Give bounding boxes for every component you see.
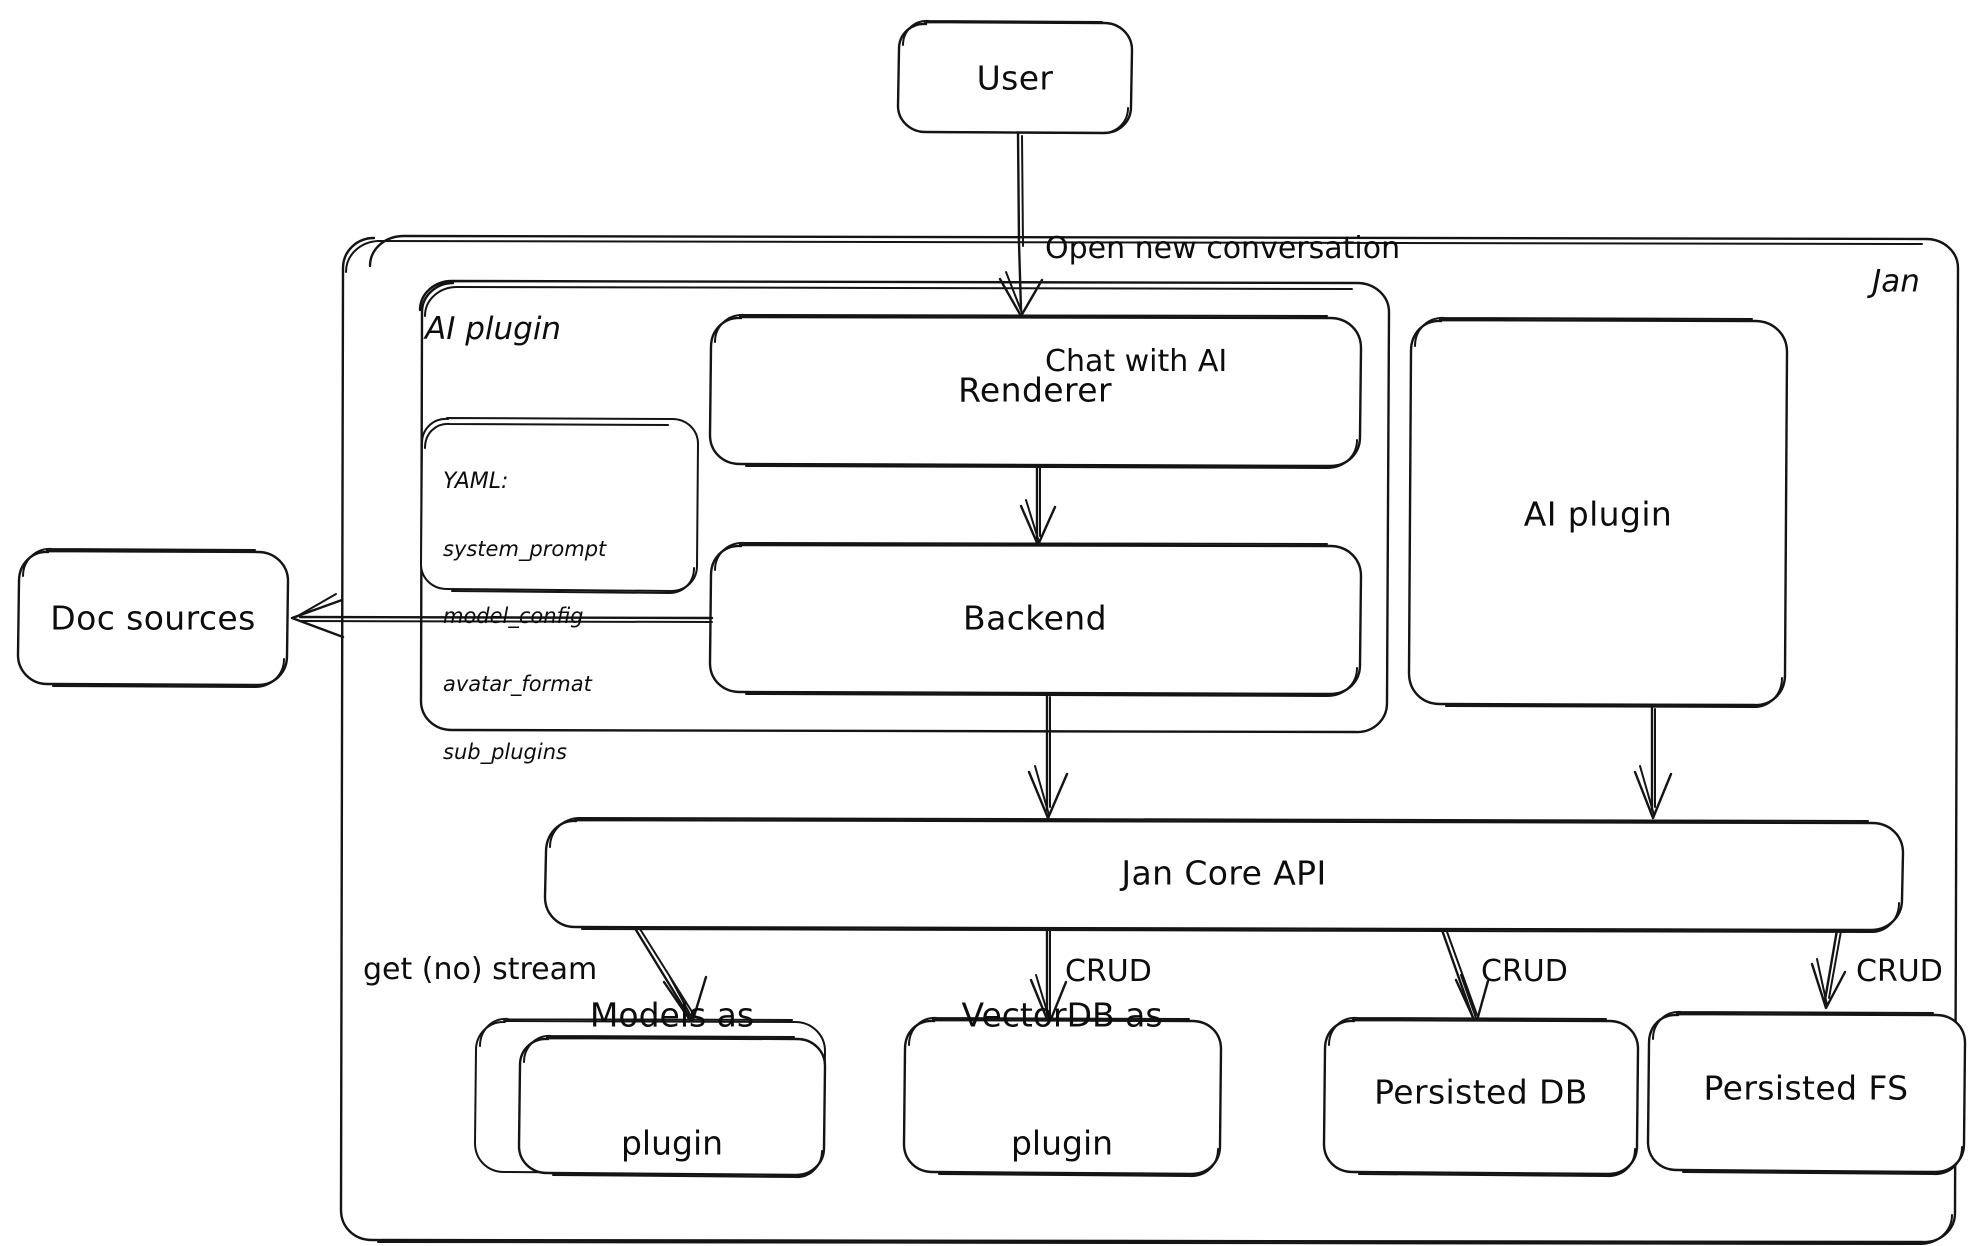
- edge-ai-plugin-to-core: [1633, 704, 1673, 820]
- edge-backend-to-core: [1027, 692, 1069, 820]
- user-node-shape[interactable]: [896, 19, 1134, 135]
- renderer-node-label[interactable]: Renderer: [958, 370, 1112, 410]
- edge-user-to-renderer: [998, 131, 1044, 318]
- edge-label-crud-persisted-fs: CRUD: [1856, 954, 1943, 989]
- models-plugin-node-shape[interactable]: [474, 1017, 827, 1179]
- persisted-fs-node-shape[interactable]: [1646, 1010, 1967, 1176]
- ai-plugin-right-node-shape[interactable]: [1407, 316, 1789, 709]
- vectordb-plugin-node-shape[interactable]: [902, 1016, 1223, 1178]
- models-plugin-line2: plugin: [620, 1123, 724, 1163]
- yaml-note-item-3: sub_plugins: [443, 739, 567, 764]
- edge-label-line1: Open new conversation: [1045, 231, 1401, 266]
- models-plugin-line1: Models as: [589, 995, 755, 1035]
- edge-label-user-to-renderer: Open new conversation Chat with AI: [1045, 155, 1400, 455]
- persisted-db-node-label[interactable]: Persisted DB: [1374, 1072, 1588, 1112]
- ai-plugin-right-node-label[interactable]: AI plugin: [1523, 494, 1673, 534]
- yaml-note-item-1: model_config: [443, 604, 584, 629]
- edge-backend-to-doc-sources: [290, 593, 714, 639]
- vectordb-plugin-line2: plugin: [1010, 1123, 1114, 1163]
- doc-sources-node-shape[interactable]: [16, 547, 290, 688]
- edge-label-crud-vectordb: CRUD: [1065, 954, 1152, 989]
- edge-label-get-no-stream: get (no) stream: [363, 952, 598, 987]
- jan-container-shape[interactable]: [339, 234, 1960, 1245]
- vectordb-plugin-line1: VectorDB as: [961, 995, 1163, 1035]
- yaml-note-item-2: avatar_format: [443, 671, 592, 696]
- renderer-node-shape[interactable]: [708, 313, 1363, 469]
- models-plugin-node-label[interactable]: Models as plugin: [590, 908, 754, 1246]
- ai-plugin-group-shape[interactable]: [418, 279, 1391, 734]
- doc-sources-node-label[interactable]: Doc sources: [50, 598, 256, 638]
- yaml-note-content[interactable]: YAML: system_prompt model_config avatar_…: [443, 428, 606, 806]
- backend-node-label[interactable]: Backend: [963, 598, 1107, 638]
- backend-node-shape[interactable]: [708, 541, 1363, 697]
- edge-label-crud-persisted-db: CRUD: [1481, 954, 1568, 989]
- vectordb-plugin-node-label[interactable]: VectorDB as plugin: [961, 908, 1162, 1246]
- edge-core-to-persisted-fs: [1810, 928, 1847, 1010]
- persisted-db-node-shape[interactable]: [1322, 1016, 1640, 1178]
- jan-core-api-node-label[interactable]: Jan Core API: [1121, 853, 1327, 893]
- yaml-note-heading: YAML:: [443, 469, 509, 494]
- persisted-fs-node-label[interactable]: Persisted FS: [1703, 1068, 1909, 1108]
- jan-core-api-node-shape[interactable]: [543, 817, 1905, 934]
- edge-label-line2: Chat with AI: [1045, 343, 1228, 379]
- ai-plugin-group-label: AI plugin: [425, 311, 562, 347]
- jan-container-label: Jan: [1872, 263, 1920, 300]
- yaml-note-item-0: system_prompt: [443, 536, 607, 561]
- edge-renderer-to-backend: [1019, 464, 1057, 547]
- user-node-label[interactable]: User: [976, 58, 1054, 98]
- yaml-note-shape[interactable]: [420, 417, 699, 594]
